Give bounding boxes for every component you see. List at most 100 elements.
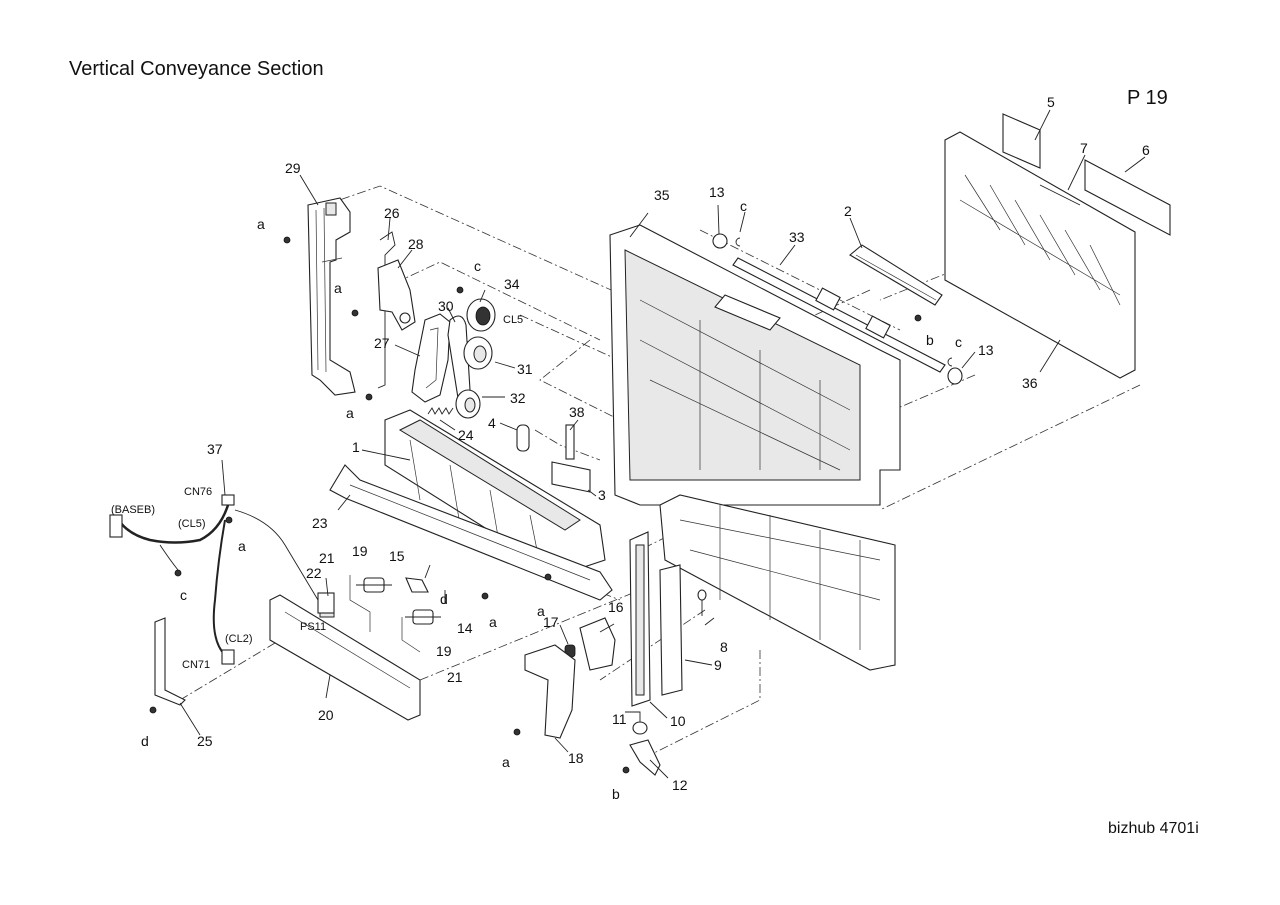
part-25-bracket [154,617,186,706]
part-8-cap [697,589,707,601]
part-20-sensor-bracket [269,594,421,721]
part-1-guide-plate [384,409,606,576]
callout-12: 12 [672,777,688,793]
fastener-a-label: a [257,216,265,232]
part-lower-frame [659,494,896,671]
fastener-d-label: d [440,591,448,607]
callout-22: 22 [306,565,322,581]
callout-19-top: 19 [352,543,368,559]
connector-labels: CL5 CN76 (BASEB) (CL5) (CL2) CN71 PS11 [111,314,523,671]
part-9-roller [659,564,683,696]
connector-cl5-paren-label: (CL5) [178,518,206,530]
callout-21-bottom: 21 [447,669,463,685]
fastener-c-label: c [740,198,747,214]
part-5-label [1002,113,1041,169]
connector-cn76-label: CN76 [184,486,212,498]
part-13-bearing-bottom [947,367,963,385]
callout-5: 5 [1047,94,1055,110]
screws [149,236,922,774]
part-3-bracket [551,461,591,493]
callout-29: 29 [285,160,301,176]
callout-35: 35 [654,187,670,203]
part-18-holder [524,644,576,739]
callout-26: 26 [384,205,400,221]
part-23-guide [329,464,613,601]
callout-9: 9 [714,657,722,673]
fastener-b-label: b [926,332,934,348]
callout-38: 38 [569,404,585,420]
part-28-bracket [377,259,416,331]
leader-lines [179,109,1146,779]
callout-24: 24 [458,427,474,443]
clip-c-top [735,237,741,247]
part-26-spring [377,231,396,389]
fastener-c-label: c [955,334,962,350]
fastener-a-label: a [346,405,354,421]
callout-37: 37 [207,441,223,457]
connector-cn71-label: CN71 [182,659,210,671]
fastener-d-label: d [141,733,149,749]
fastener-c-label: c [180,587,187,603]
callout-13-right: 13 [978,342,994,358]
part-33-shaft [732,257,946,373]
part-13-bearing-top [712,233,728,249]
part-15-pin [405,577,429,593]
callout-6: 6 [1142,142,1150,158]
callout-14: 14 [457,620,473,636]
page-title: Vertical Conveyance Section [69,58,324,80]
part-34-gear [466,298,496,332]
callout-19-bottom: 19 [436,643,452,659]
part-11-cap [632,721,648,735]
callout-7: 7 [1080,140,1088,156]
part-callouts: 1 2 3 4 5 6 7 8 9 10 11 12 13 13 14 15 1… [197,94,1150,793]
clip-c-right [947,357,953,367]
sensor-ps11-label: PS11 [300,621,326,633]
callout-30: 30 [438,298,454,314]
callout-15: 15 [389,548,405,564]
part-10-roller-bracket [629,531,651,707]
connector-cl2-label: (CL2) [225,633,253,645]
part-29-side-frame [307,197,356,396]
part-6-label [1084,159,1171,236]
callout-13-top: 13 [709,184,725,200]
part-7-strip [1039,184,1081,206]
callout-20: 20 [318,707,334,723]
part-24-spring [427,407,454,415]
board-baseb-label: (BASEB) [111,504,155,516]
part-35-main-frame [609,224,901,506]
fastener-a-label: a [502,754,510,770]
callout-2: 2 [844,203,852,219]
callout-17: 17 [543,614,559,630]
fastener-a-label: a [238,538,246,554]
callout-31: 31 [517,361,533,377]
callout-23: 23 [312,515,328,531]
callout-10: 10 [670,713,686,729]
callout-28: 28 [408,236,424,252]
fastener-c-label: c [474,258,481,274]
part-16-bracket [579,617,616,671]
callout-27: 27 [374,335,390,351]
part-2-guide-bar [849,244,943,306]
part-38-pin [565,424,575,460]
fastener-b-label: b [612,786,620,802]
part-36-cover [944,131,1136,379]
page-number: P 19 [1127,87,1168,109]
callout-32: 32 [510,390,526,406]
part-19-roller-bottom [405,609,441,625]
callout-4: 4 [488,415,496,431]
callout-18: 18 [568,750,584,766]
callout-34: 34 [504,276,520,292]
fastener-a-label: a [489,614,497,630]
fastener-a-label: a [537,603,545,619]
callout-3: 3 [598,487,606,503]
model-name: bizhub 4701i [1108,820,1199,837]
callout-33: 33 [789,229,805,245]
callout-11: 11 [612,711,627,727]
callout-36: 36 [1022,375,1038,391]
connector-cl5-label: CL5 [503,314,523,326]
part-19-roller-top [356,577,392,593]
fastener-labels: a a a a a a a b b c c c c d d [141,198,962,802]
callout-1: 1 [352,439,360,455]
callout-21-top: 21 [319,550,335,566]
